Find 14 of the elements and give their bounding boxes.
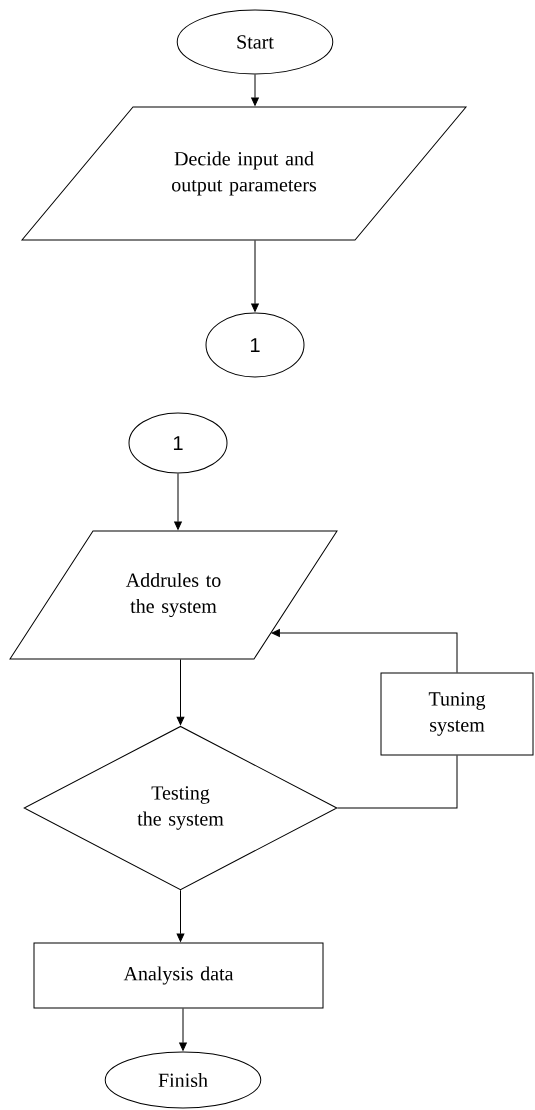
- terminal-oval: Start: [176, 9, 334, 75]
- input-parallelogram: Addrules to the system: [9, 530, 338, 660]
- arrow: [251, 240, 259, 312]
- arrow: [251, 74, 259, 106]
- terminal-oval: Finish: [104, 1051, 262, 1109]
- input-parallelogram: Decide input and output parameters: [21, 106, 467, 241]
- connector-line: [337, 755, 458, 809]
- process-box: Analysis data: [33, 942, 324, 1009]
- arrow: [179, 1008, 187, 1051]
- arrow: [176, 889, 185, 942]
- process-box: Tuning system: [380, 672, 534, 756]
- arrow: [176, 659, 185, 725]
- arrow: [271, 629, 458, 673]
- arrow: [174, 473, 182, 530]
